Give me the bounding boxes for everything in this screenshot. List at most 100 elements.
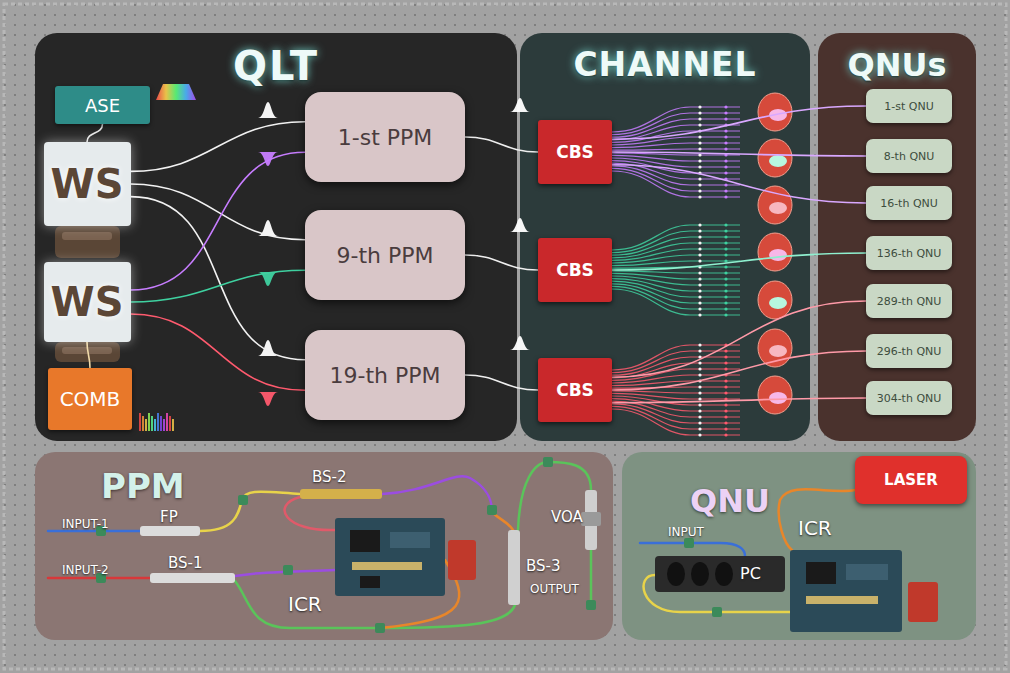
fan-dot xyxy=(724,189,727,192)
node-label: CBS xyxy=(556,142,594,162)
panel-title: CHANNEL xyxy=(520,33,810,84)
fan-fiber xyxy=(612,284,740,303)
node-label: CBS xyxy=(556,380,594,400)
fiber-connector xyxy=(612,106,866,139)
fiber-connector xyxy=(612,165,866,203)
fan-dot xyxy=(724,421,727,424)
fiber-connector xyxy=(131,122,306,172)
comb-line xyxy=(163,419,165,431)
fan-dot xyxy=(698,391,701,394)
part-label: PC xyxy=(740,564,761,583)
fan-dot xyxy=(724,403,727,406)
fiber-connector xyxy=(612,152,866,156)
fiber-connector xyxy=(131,270,306,302)
node-label: LASER xyxy=(884,471,938,489)
user-box: 304-th QNU xyxy=(866,381,952,415)
spool-core xyxy=(769,297,787,309)
comb-line xyxy=(172,419,174,431)
fan-dot xyxy=(724,265,727,268)
fan-fiber xyxy=(612,393,740,399)
user-panel: QNUs1-st QNU8-th QNU16-th QNU136-th QNU2… xyxy=(818,33,976,441)
fan-dot xyxy=(698,313,701,316)
fan-dot xyxy=(698,153,701,156)
detail-panel: QNULASER xyxy=(622,452,976,640)
fan-dot xyxy=(698,229,701,232)
node-label: CBS xyxy=(556,260,594,280)
fiber-connector xyxy=(131,152,306,290)
fan-dot xyxy=(698,195,701,198)
user-box: 289-th QNU xyxy=(866,284,952,318)
node-label: WS xyxy=(51,279,124,325)
fan-dot xyxy=(724,301,727,304)
user-box: 136-th QNU xyxy=(866,236,952,270)
fan-dot xyxy=(724,379,727,382)
spool-core xyxy=(769,249,787,261)
fan-dot xyxy=(698,301,701,304)
fan-fiber xyxy=(612,406,740,429)
fan-dot xyxy=(698,189,701,192)
fan-dot xyxy=(698,385,701,388)
fan-fiber xyxy=(612,289,740,315)
node-label: 136-th QNU xyxy=(877,247,942,260)
node-label: 1-st QNU xyxy=(884,100,933,113)
module-box: 9-th PPM xyxy=(305,210,465,300)
comb-line xyxy=(169,416,171,431)
spool-core xyxy=(769,345,787,357)
comb-spectrum xyxy=(140,413,173,431)
laser-box: LASER xyxy=(855,456,967,504)
fiber-connector xyxy=(612,351,866,390)
fan-dot xyxy=(698,367,701,370)
fan-dot xyxy=(698,283,701,286)
fiber-connector xyxy=(612,253,866,270)
fan-dot xyxy=(698,183,701,186)
user-box: 16-th QNU xyxy=(866,186,952,220)
pulse xyxy=(510,218,530,232)
fan-dot xyxy=(698,343,701,346)
fiber-fan xyxy=(612,105,740,436)
node-label: ASE xyxy=(85,95,120,116)
fan-dot xyxy=(698,361,701,364)
node-label: 289-th QNU xyxy=(877,295,942,308)
fan-dot xyxy=(724,289,727,292)
label-holder: OUTPUT xyxy=(530,578,579,597)
fan-dot xyxy=(698,235,701,238)
fan-fiber xyxy=(612,409,740,435)
comb-line xyxy=(148,413,150,431)
splitter-box: CBS xyxy=(538,238,612,302)
node-label: 19-th PPM xyxy=(329,363,440,388)
shaper-box: WS xyxy=(44,142,131,226)
label-holder: PC xyxy=(740,564,761,583)
fan-fiber xyxy=(612,271,740,273)
fan-dot xyxy=(698,427,701,430)
fan-dot xyxy=(724,355,727,358)
fan-dot xyxy=(698,349,701,352)
splitter-box: CBS xyxy=(538,358,612,422)
spool xyxy=(758,281,792,319)
fan-dot xyxy=(724,271,727,274)
fan-dot xyxy=(724,283,727,286)
fan-fiber xyxy=(612,273,740,279)
spool xyxy=(758,233,792,271)
comb-line xyxy=(142,416,144,431)
fan-dot xyxy=(698,397,701,400)
fan-dot xyxy=(724,223,727,226)
fan-dot xyxy=(698,415,701,418)
fan-dot xyxy=(698,289,701,292)
fan-dot xyxy=(724,409,727,412)
module-box: 1-st PPM xyxy=(305,92,465,182)
fan-fiber xyxy=(612,286,740,309)
fiber-connector xyxy=(465,375,538,390)
label-holder: VOA xyxy=(551,507,583,526)
fan-fiber xyxy=(612,404,740,423)
comb-line xyxy=(157,413,159,431)
fan-dot xyxy=(698,271,701,274)
fan-dot xyxy=(698,117,701,120)
channel-panel: CHANNEL CBS CBS CBS xyxy=(520,33,810,441)
part-label: FP xyxy=(160,508,178,526)
fan-dot xyxy=(698,373,701,376)
fan-fiber xyxy=(612,149,740,150)
fan-dot xyxy=(724,241,727,244)
part-label: ICR xyxy=(798,516,832,540)
user-box: 8-th QNU xyxy=(866,139,952,173)
